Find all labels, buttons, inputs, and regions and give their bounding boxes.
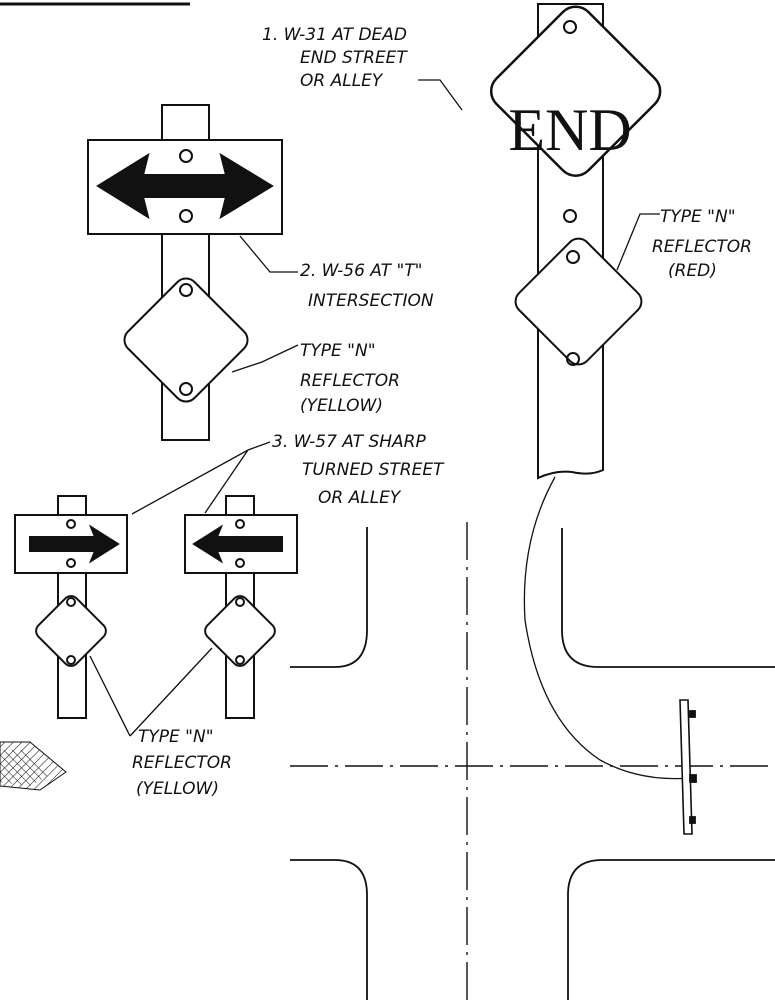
end-sign-diamond	[489, 5, 662, 177]
yellow-reflector-upper-callout: TYPE "N" REFLECTOR (YELLOW)	[231, 341, 400, 416]
sharp-turn-callout: 3. W-57 AT SHARP TURNED STREET OR ALLEY	[131, 432, 445, 515]
sharp-turn-assembly-left	[184, 495, 298, 719]
red-reflector-diamond	[514, 237, 643, 366]
red-reflector-callout-line-2: REFLECTOR	[652, 237, 752, 257]
yellow-reflector-diamond-left	[35, 595, 107, 667]
red-reflector-callout: TYPE "N" REFLECTOR (RED)	[616, 207, 752, 281]
right-reflector-bolt-top	[235, 597, 245, 607]
curb-bottom-right	[567, 859, 775, 1000]
street-plan	[290, 476, 775, 1000]
red-reflector-bolt-bottom	[566, 352, 580, 366]
yellow-reflector-upper-callout-line-1: TYPE "N"	[300, 341, 376, 361]
t-intersection-callout-line-1: 2. W-56 AT "T"	[300, 261, 423, 281]
right-arrow-bolt-top	[66, 519, 76, 529]
yellow-reflector-lower-callout-line-1: TYPE "N"	[138, 727, 214, 747]
red-reflector-bolt-top	[566, 250, 580, 264]
end-sign-callout-line-3: OR ALLEY	[300, 71, 384, 91]
yellow-reflector-upper-leader	[231, 344, 299, 373]
left-reflector-bolt-bottom	[66, 655, 76, 665]
left-arrow-bolt-top	[235, 519, 245, 529]
double-arrow	[96, 152, 274, 220]
yellow-reflector-lower-callout-line-3: (YELLOW)	[136, 779, 219, 799]
yellow-reflector-lower-leader-b	[129, 647, 213, 737]
end-sign-bolt-top	[563, 20, 577, 34]
left-reflector-bolt-top	[66, 597, 76, 607]
right-arrow	[29, 524, 120, 564]
sharp-turn-callout-line-3: OR ALLEY	[318, 488, 402, 508]
end-sign-assembly	[489, 3, 662, 480]
yellow-reflector-upper-callout-line-3: (YELLOW)	[300, 396, 383, 416]
plan-view-bracket-middle	[689, 774, 697, 783]
yellow-reflector-upper-bolt-bottom	[179, 382, 193, 396]
sharp-turn-callout-line-1: 3. W-57 AT SHARP	[272, 432, 426, 452]
yellow-reflector-lower-callout-line-2: REFLECTOR	[132, 753, 232, 773]
yellow-reflector-diamond-right	[204, 595, 276, 667]
yellow-reflector-lower-callout: TYPE "N" REFLECTOR (YELLOW)	[89, 647, 232, 799]
red-reflector-callout-line-3: (RED)	[668, 261, 717, 281]
t-intersection-callout: 2. W-56 AT "T" INTERSECTION	[239, 235, 434, 311]
t-intersection-callout-line-2: INTERSECTION	[308, 291, 434, 311]
red-reflector-callout-line-1: TYPE "N"	[660, 207, 736, 227]
t-intersection-assembly	[87, 104, 283, 441]
curb-top-left	[290, 527, 368, 668]
yellow-reflector-diamond-upper	[123, 277, 249, 403]
plan-view-bracket-top	[689, 710, 696, 718]
curb-top-right	[561, 528, 775, 668]
end-sign-callout-line-1: 1. W-31 AT DEAD	[262, 25, 407, 45]
end-sign-bolt-bottom	[563, 209, 577, 223]
yellow-reflector-lower-leader-a	[89, 655, 131, 737]
curb-bottom-left	[290, 859, 368, 1000]
sharp-turn-callout-line-2: TURNED STREET	[302, 460, 445, 480]
end-sign-callout-line-2: END STREET	[300, 48, 408, 68]
end-sign-callout: 1. W-31 AT DEAD END STREET OR ALLEY	[262, 25, 463, 111]
sharp-turn-assembly-right	[14, 495, 128, 719]
right-reflector-bolt-bottom	[235, 655, 245, 665]
left-arrow	[192, 524, 283, 564]
end-sign-text: END	[508, 97, 631, 163]
t-intersection-leader	[239, 235, 298, 273]
yellow-reflector-upper-callout-line-2: REFLECTOR	[300, 371, 400, 391]
hatched-pavement	[0, 741, 67, 791]
yellow-reflector-upper-bolt-top	[179, 283, 193, 297]
post-detail-leader	[523, 476, 691, 780]
red-reflector-leader	[616, 213, 660, 271]
plan-view-sign	[679, 699, 693, 835]
end-sign-leader	[418, 79, 463, 111]
plan-view-bracket-bottom	[689, 816, 696, 824]
t-sign-bolt-bottom	[179, 209, 193, 223]
left-arrow-bolt-bottom	[235, 558, 245, 568]
t-sign-bolt-top	[179, 149, 193, 163]
sharp-turn-leader-b	[204, 449, 249, 514]
right-arrow-bolt-bottom	[66, 558, 76, 568]
